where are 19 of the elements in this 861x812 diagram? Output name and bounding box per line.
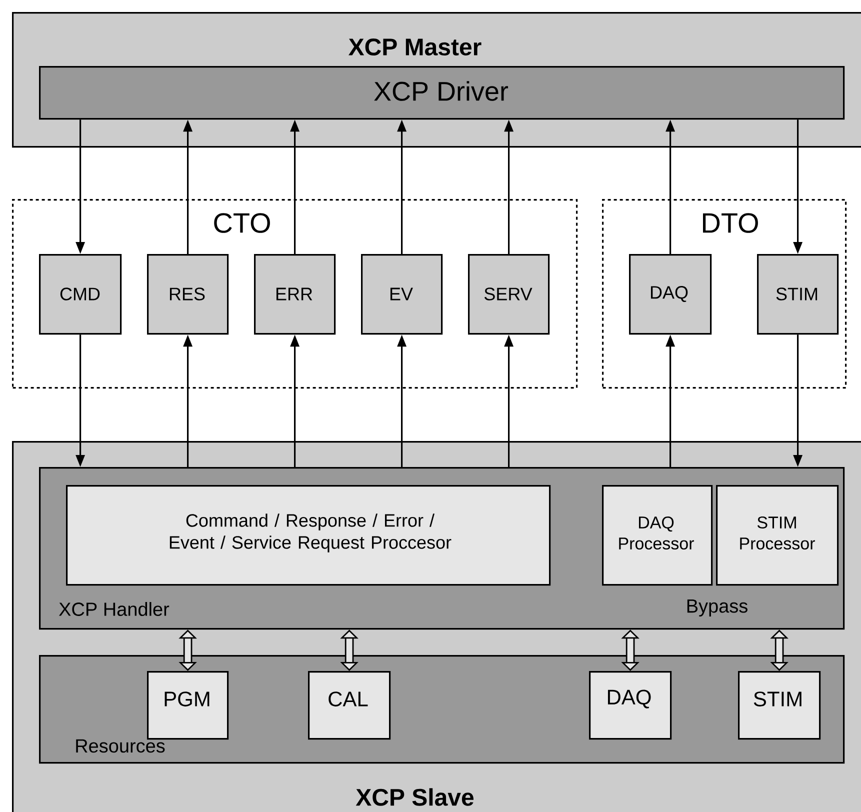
message-box: STIM (757, 254, 839, 335)
double-arrow (770, 630, 788, 671)
processor-box: Command / Response / Error / Event / Service Request Proccesor (66, 485, 551, 586)
driver-bar: XCP Driver (39, 66, 845, 120)
message-box: SERV (468, 254, 550, 335)
message-box: DAQ (629, 254, 712, 335)
processor-box: DAQ Processor (602, 485, 713, 586)
double-arrow (340, 630, 358, 671)
double-arrow (178, 630, 197, 671)
resource-box: DAQ (589, 671, 672, 740)
resource-box: CAL (308, 671, 391, 740)
resource-box: STIM (738, 671, 821, 740)
message-box: ERR (254, 254, 336, 335)
message-box: EV (361, 254, 443, 335)
resource-box: PGM (147, 671, 229, 740)
message-box: CMD (39, 254, 122, 335)
message-box: RES (147, 254, 229, 335)
double-arrow (621, 630, 640, 671)
processor-box: STIM Processor (716, 485, 839, 586)
